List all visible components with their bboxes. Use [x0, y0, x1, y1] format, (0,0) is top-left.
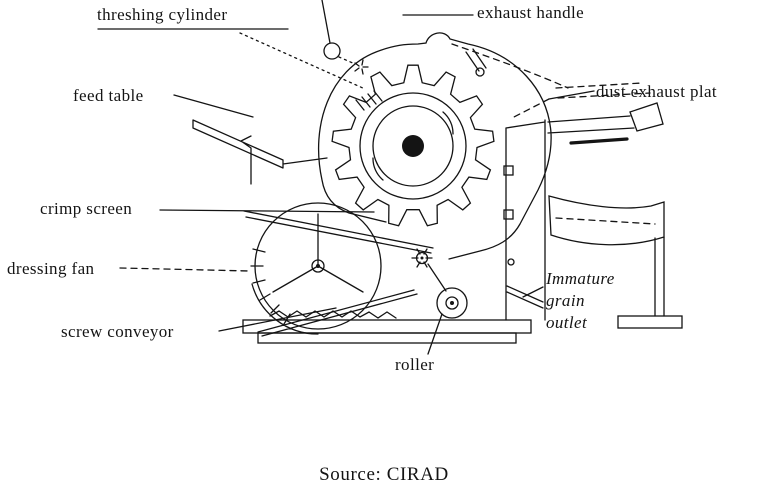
right-foot [617, 315, 683, 329]
dressing-fan-label: dressing fan [7, 259, 95, 278]
idler-gear-dot [420, 256, 424, 260]
dashed-detail-lines [119, 43, 656, 272]
base-lower-slab [257, 332, 517, 344]
immature-grain-outlet-line3: outlet [546, 313, 588, 332]
threshing-cylinder-drum [372, 105, 454, 187]
threshing-cylinder-teeth [331, 64, 495, 227]
idler-gear [415, 251, 429, 265]
dust-exhaust-plate [569, 137, 629, 145]
dressing-fan-hub-dot [316, 264, 320, 268]
immature-grain-outlet-label: Immature grain outlet [546, 268, 615, 334]
threshing-cylinder-hub [402, 135, 424, 157]
threshing-cylinder-ring [359, 92, 467, 200]
roller-label: roller [395, 355, 435, 374]
leader-lines [97, 14, 595, 355]
dressing-fan-hub [311, 259, 325, 273]
roller-outer [436, 287, 468, 319]
screw-conveyor-label: screw conveyor [61, 322, 174, 341]
exhaust-handle-knob [323, 42, 341, 60]
feed-table-label: feed table [73, 86, 144, 105]
dotted-leader-lines [239, 32, 366, 90]
source-caption: Source: CIRAD [319, 464, 449, 485]
latch-pin [475, 67, 485, 77]
column-bolt [507, 258, 515, 266]
immature-grain-outlet-line1: Immature [546, 269, 615, 288]
column-fitting-lower [503, 209, 514, 220]
machine-outline [192, 0, 665, 337]
roller-inner [445, 296, 459, 310]
immature-grain-outlet-line2: grain [546, 291, 585, 310]
dressing-fan-spokes [272, 213, 364, 293]
dressing-fan-casing [254, 202, 382, 330]
screw-conveyor-flights [269, 310, 397, 319]
exhaust-handle-label: exhaust handle [477, 3, 585, 22]
column-fitting-upper [503, 165, 514, 176]
wing-panel [629, 102, 664, 132]
dust-exhaust-plat-label: dust exhaust plat [596, 82, 718, 101]
output-trough [548, 195, 665, 246]
roller-dot [450, 301, 454, 305]
threshing-cylinder-label: threshing cylinder [97, 5, 228, 24]
hatch-marks [250, 59, 433, 325]
crimp-screen-label: crimp screen [40, 199, 133, 218]
